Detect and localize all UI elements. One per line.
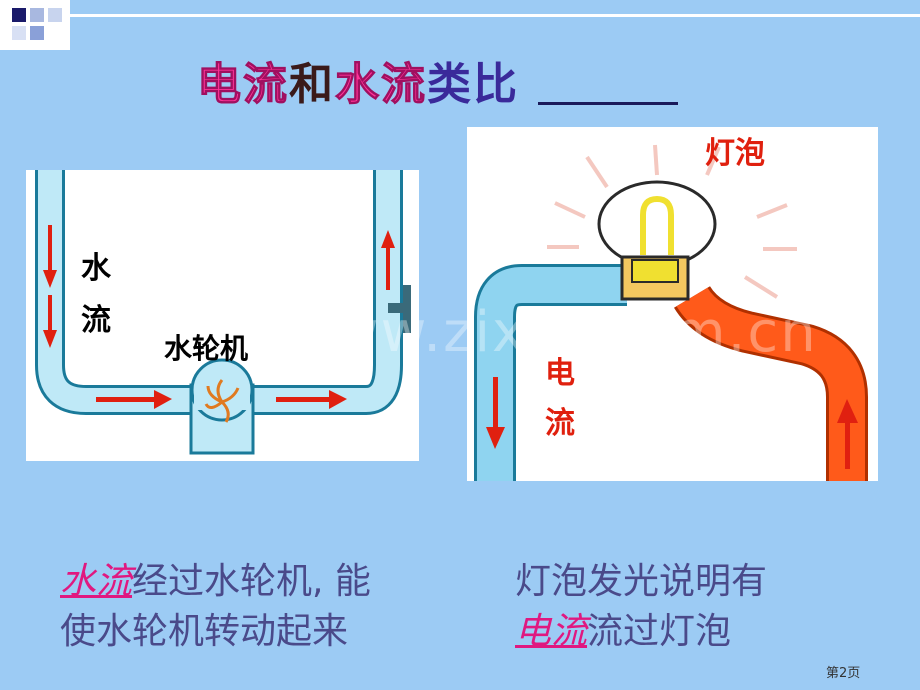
water-label-1: 水 (81, 251, 111, 286)
turbine-label: 水轮机 (164, 332, 249, 365)
water-flow-diagram: 水 流 水轮机 (26, 170, 419, 461)
right-caption-line-2: 电流流过灯泡 (515, 608, 731, 656)
slide-title: 电流和水流类比 (197, 48, 519, 111)
water-label-2: 流 (81, 303, 111, 338)
bulb-icon (597, 180, 717, 268)
title-part-water: 水流 (335, 59, 427, 111)
left-caption-line-1: 水流经过水轮机, 能 (60, 558, 371, 606)
left-caption-line-2: 使水轮机转动起来 (60, 611, 349, 652)
flow-arrows (43, 225, 395, 409)
watermark: www.zixin.com.cn (285, 300, 818, 365)
current-label-2: 流 (545, 406, 575, 441)
right-caption-rest: 流过灯泡 (587, 611, 732, 652)
page-number: 第2页 (826, 666, 861, 681)
circuit-drawing (474, 144, 868, 481)
title-part-and: 和 (289, 59, 335, 110)
corner-decoration (0, 0, 920, 50)
title-part-analogy: 类比 (427, 59, 519, 110)
left-caption-highlight: 水流 (60, 561, 133, 602)
current-arrows (486, 377, 858, 469)
right-caption-highlight: 电流 (515, 611, 588, 652)
water-pipe-drawing (35, 170, 411, 455)
title-underline (538, 102, 678, 105)
current-label-1: 电 (545, 356, 575, 391)
turbine-icon (204, 379, 240, 423)
electric-current-diagram: 灯泡 电 流 (467, 127, 878, 481)
right-caption-line-1: 灯泡发光说明有 (515, 561, 768, 602)
title-part-current: 电流 (197, 59, 289, 111)
left-caption-rest: 经过水轮机, 能 (132, 561, 371, 602)
bulb-label: 灯泡 (705, 136, 765, 171)
